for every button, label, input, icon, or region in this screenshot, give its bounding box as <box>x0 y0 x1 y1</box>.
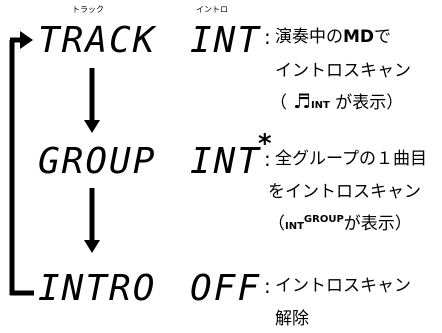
group-asterisk: * <box>258 129 272 159</box>
down-arrow-1 <box>84 68 100 133</box>
intro-setting-label: OFF <box>190 268 261 309</box>
step-group: GROUP INT * : 全グループの１曲目 をイントロスキャン （INTGR… <box>38 129 427 234</box>
group-setting-label: INT <box>190 141 261 182</box>
intro-colon: : <box>264 274 271 298</box>
note-icon: ♬ <box>293 89 311 113</box>
track-colon: : <box>264 25 271 49</box>
track-desc-line1: 演奏中のMDで <box>275 27 391 47</box>
track-ruby: トラック <box>72 5 104 14</box>
track-desc-line3: （♬INT が表示） <box>270 89 403 113</box>
group-desc-line3: （INTGROUPが表示） <box>268 214 412 234</box>
track-setting-label: INT <box>190 20 261 61</box>
group-colon: : <box>264 147 271 171</box>
intro-desc-line1: イントロスキャン <box>275 276 411 296</box>
track-desc-line2: イントロスキャン <box>275 61 411 81</box>
step-track: トラック TRACK イントロ INT : 演奏中のMDで イントロスキャン （… <box>38 5 411 113</box>
group-mode-label: GROUP <box>38 141 156 182</box>
int-ruby: イントロ <box>196 5 228 14</box>
group-desc-line2: をイントロスキャン <box>268 182 421 202</box>
loop-return-arrow <box>9 31 34 296</box>
down-arrow-2 <box>84 188 100 253</box>
intro-mode-label: INTRO <box>38 268 156 309</box>
step-intro: INTRO OFF : イントロスキャン 解除 <box>38 268 411 329</box>
group-desc-line1: 全グループの１曲目 <box>275 149 427 169</box>
track-mode-label: TRACK <box>38 20 157 61</box>
intro-desc-line2: 解除 <box>275 309 309 329</box>
